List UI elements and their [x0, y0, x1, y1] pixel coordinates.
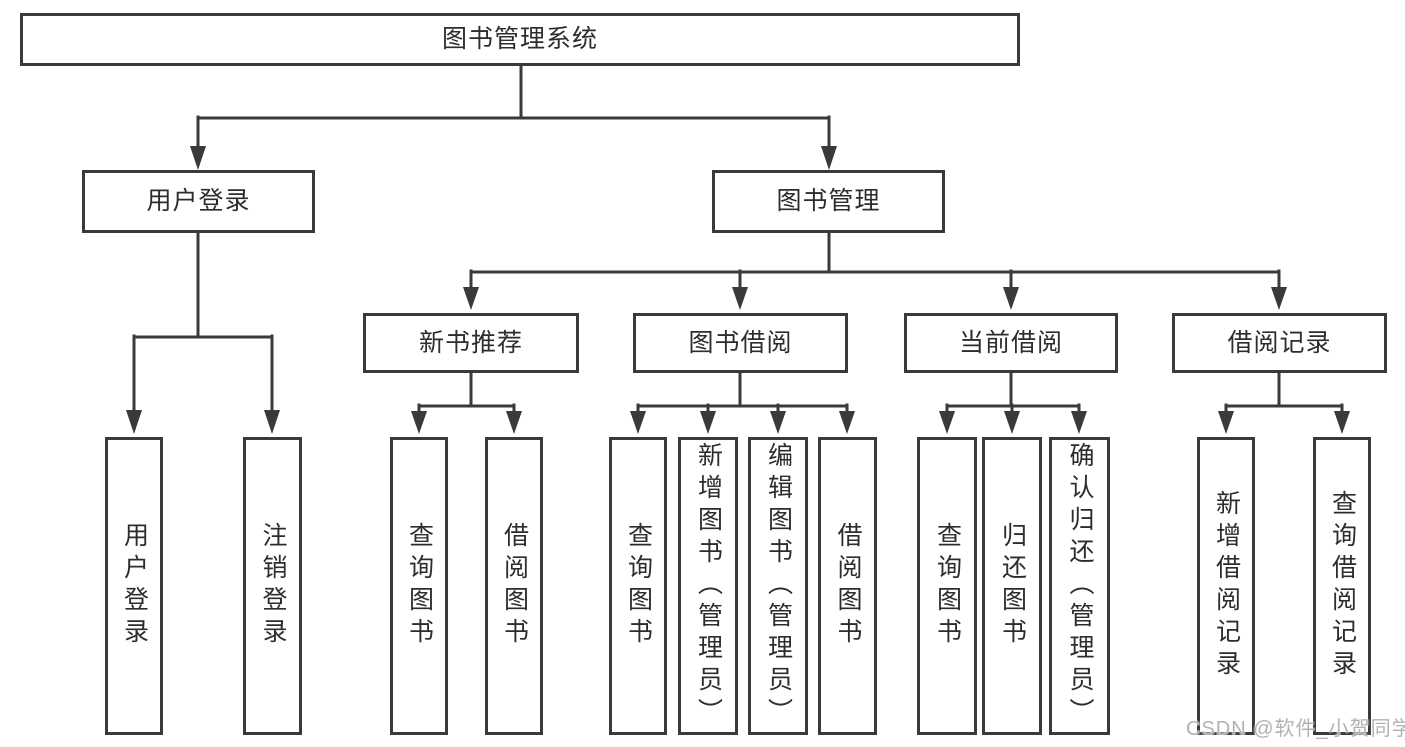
leaf-bb-edit-books-admin: 编辑图书（管理员） — [748, 437, 808, 735]
connector-currentborrow-to-leaves — [945, 371, 1081, 415]
node-book-borrow-label: 图书借阅 — [688, 328, 793, 357]
connector-bookmgmt-to-level3 — [469, 231, 1281, 290]
node-book-management-label: 图书管理 — [776, 187, 881, 215]
leaf-cb-query-books-label: 查询图书 — [933, 522, 962, 650]
leaf-logout-label: 注销登录 — [259, 522, 287, 650]
node-user-login-label: 用户登录 — [146, 187, 251, 215]
node-current-borrow: 当前借阅 — [904, 313, 1118, 373]
node-new-book-recommend: 新书推荐 — [363, 313, 579, 373]
node-current-borrow-label: 当前借阅 — [958, 328, 1063, 357]
leaf-user-login-label: 用户登录 — [120, 522, 149, 650]
connector-newbooks-to-leaves — [417, 371, 516, 415]
leaf-bb-query-books-label: 查询图书 — [624, 522, 653, 650]
leaf-br-add-record-label: 新增借阅记录 — [1212, 490, 1241, 682]
leaf-bb-borrow-books-label: 借阅图书 — [834, 522, 862, 650]
leaf-user-login: 用户登录 — [105, 437, 163, 735]
leaf-cb-query-books: 查询图书 — [917, 437, 977, 735]
connector-userlogin-to-leaves — [132, 231, 274, 414]
node-library-system: 图书管理系统 — [20, 13, 1020, 66]
node-book-management: 图书管理 — [712, 170, 945, 233]
leaf-bb-edit-books-admin-label: 编辑图书（管理员） — [764, 442, 793, 730]
watermark: CSDN @软件_小贺同学 — [1186, 718, 1405, 740]
node-user-login: 用户登录 — [82, 170, 315, 233]
leaf-cb-confirm-return-admin-label: 确认归还（管理员） — [1066, 442, 1094, 730]
leaf-br-query-record-label: 查询借阅记录 — [1328, 490, 1357, 682]
node-book-borrow: 图书借阅 — [633, 313, 848, 373]
leaf-nb-query-books: 查询图书 — [390, 437, 448, 735]
leaf-cb-return-books: 归还图书 — [982, 437, 1042, 735]
node-library-system-label: 图书管理系统 — [441, 25, 598, 53]
leaf-nb-query-books-label: 查询图书 — [405, 522, 434, 650]
leaf-nb-borrow-books-label: 借阅图书 — [500, 522, 529, 650]
leaf-cb-confirm-return-admin: 确认归还（管理员） — [1049, 437, 1110, 735]
connector-root-to-level2 — [196, 64, 831, 150]
leaf-bb-add-books-admin-label: 新增图书（管理员） — [694, 442, 723, 730]
leaf-nb-borrow-books: 借阅图书 — [485, 437, 543, 735]
leaf-bb-query-books: 查询图书 — [609, 437, 667, 735]
connector-borrowrecords-to-leaves — [1224, 371, 1344, 415]
node-borrow-records-label: 借阅记录 — [1227, 328, 1332, 357]
leaf-br-query-record: 查询借阅记录 — [1313, 437, 1371, 735]
leaf-bb-add-books-admin: 新增图书（管理员） — [678, 437, 738, 735]
connector-bookborrow-to-leaves — [636, 371, 849, 415]
arrowheads — [126, 146, 1350, 434]
leaf-br-add-record: 新增借阅记录 — [1197, 437, 1255, 735]
leaf-cb-return-books-label: 归还图书 — [998, 522, 1027, 650]
leaf-bb-borrow-books: 借阅图书 — [818, 437, 877, 735]
node-new-book-recommend-label: 新书推荐 — [418, 328, 523, 357]
node-borrow-records: 借阅记录 — [1172, 313, 1387, 373]
leaf-logout: 注销登录 — [243, 437, 302, 735]
